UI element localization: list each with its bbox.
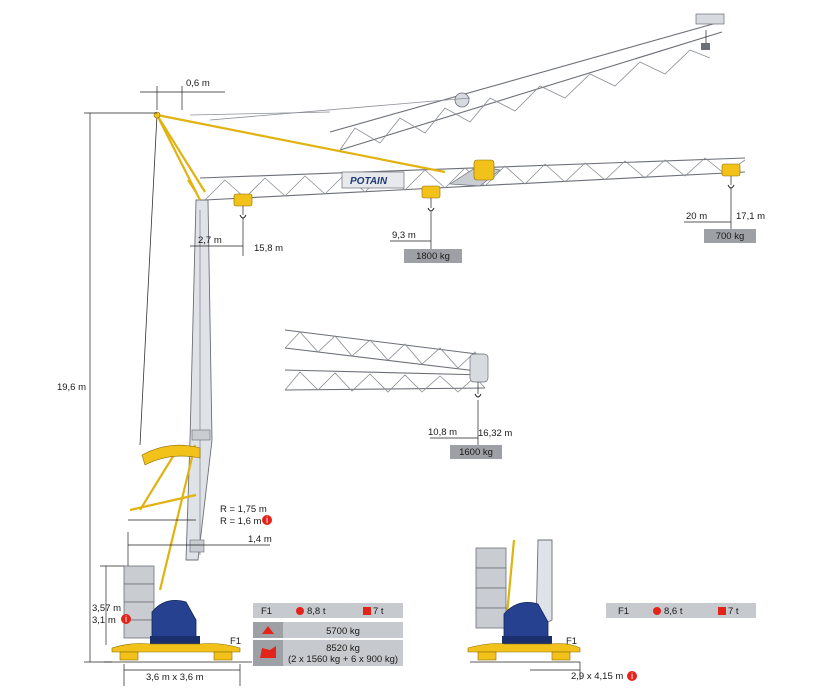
- slew-radius-2-label: R = 1,6 m: [220, 516, 262, 527]
- radius-mid-label: 9,3 m: [392, 230, 416, 241]
- ballast-height-2-label: 3,1 m: [92, 615, 116, 626]
- info-icon: [262, 515, 272, 525]
- circle-marker-icon: [653, 607, 661, 615]
- dimension-lines: [84, 86, 732, 686]
- load-alt-box: [450, 445, 502, 459]
- mast: [185, 199, 213, 561]
- svg-text:i: i: [631, 671, 633, 682]
- f1-row-label: F1: [261, 606, 272, 617]
- load-tip-label: 700 kg: [716, 231, 745, 242]
- tail-width-label: 1,4 m: [248, 534, 272, 545]
- svg-text:i: i: [266, 515, 268, 526]
- ballast-blocks: [123, 565, 155, 639]
- erection-strut: [129, 114, 201, 591]
- right-crane: [467, 539, 581, 661]
- radius-tip-label: 20 m: [686, 211, 707, 222]
- chassis: [104, 643, 252, 663]
- load-tip-box: [704, 229, 756, 243]
- load-mid-box: [404, 249, 462, 263]
- pendant-line: [156, 113, 446, 174]
- load-alt-label: 1600 kg: [459, 447, 493, 458]
- trolley-near: [233, 193, 253, 219]
- total-weight-value: 8520 kg: [326, 643, 360, 654]
- f1-row-label: F1: [618, 606, 629, 617]
- horizontal-jib: POTAIN: [199, 157, 746, 201]
- spec-table-left: F1 8,8 t 7 t 5700 kg 8520 kg (2 x 1560 k…: [253, 603, 403, 666]
- inset-jib: [284, 329, 489, 398]
- circle-marker-icon: [296, 607, 304, 615]
- radius-alt-label: 10,8 m: [428, 427, 457, 438]
- ballast-weight-value: 5700 kg: [326, 626, 360, 637]
- slew-radius-1-label: R = 1,75 m: [220, 504, 267, 515]
- trolley-mid: [421, 185, 441, 212]
- base-right-label: 2,9 x 4,15 m: [571, 671, 623, 682]
- slewing-base: [150, 599, 200, 644]
- f1-right-label: F1: [566, 636, 577, 647]
- hoist-rope: [139, 114, 158, 446]
- ballast-height-1-label: 3,57 m: [92, 603, 121, 614]
- square-marker-icon: [363, 607, 371, 615]
- trolley-tip: [721, 163, 741, 189]
- f1-circle-value: 8,8 t: [307, 606, 326, 617]
- info-icon: [627, 671, 637, 681]
- f1-circle-value: 8,6 t: [664, 606, 683, 617]
- main-crane: POTAIN: [104, 13, 746, 663]
- radius-near-label: 2,7 m: [198, 235, 222, 246]
- height-alt-label: 16,32 m: [478, 428, 512, 439]
- crane-weight-icon: [260, 646, 276, 658]
- total-weight-detail: (2 x 1560 kg + 6 x 900 kg): [288, 654, 398, 665]
- f1-left-label: F1: [230, 636, 241, 647]
- svg-text:i: i: [125, 614, 127, 625]
- spec-table-right: F1 8,6 t 7 t: [606, 603, 756, 618]
- square-marker-icon: [718, 607, 726, 615]
- raised-jib: [189, 13, 725, 151]
- height-near-label: 15,8 m: [254, 243, 283, 254]
- jib-tie: [156, 114, 206, 193]
- top-offset-label: 0,6 m: [186, 78, 210, 89]
- brand-label: POTAIN: [350, 176, 388, 187]
- load-mid-label: 1800 kg: [416, 251, 450, 262]
- height-tip-label: 17,1 m: [736, 211, 765, 222]
- mast-height-label: 19,6 m: [57, 382, 86, 393]
- f1-square-value: 7 t: [728, 606, 739, 617]
- base-left-label: 3,6 m x 3,6 m: [146, 672, 204, 683]
- f1-square-value: 7 t: [373, 606, 384, 617]
- ballast-weight-icon: [262, 626, 274, 634]
- info-icon: [121, 614, 131, 624]
